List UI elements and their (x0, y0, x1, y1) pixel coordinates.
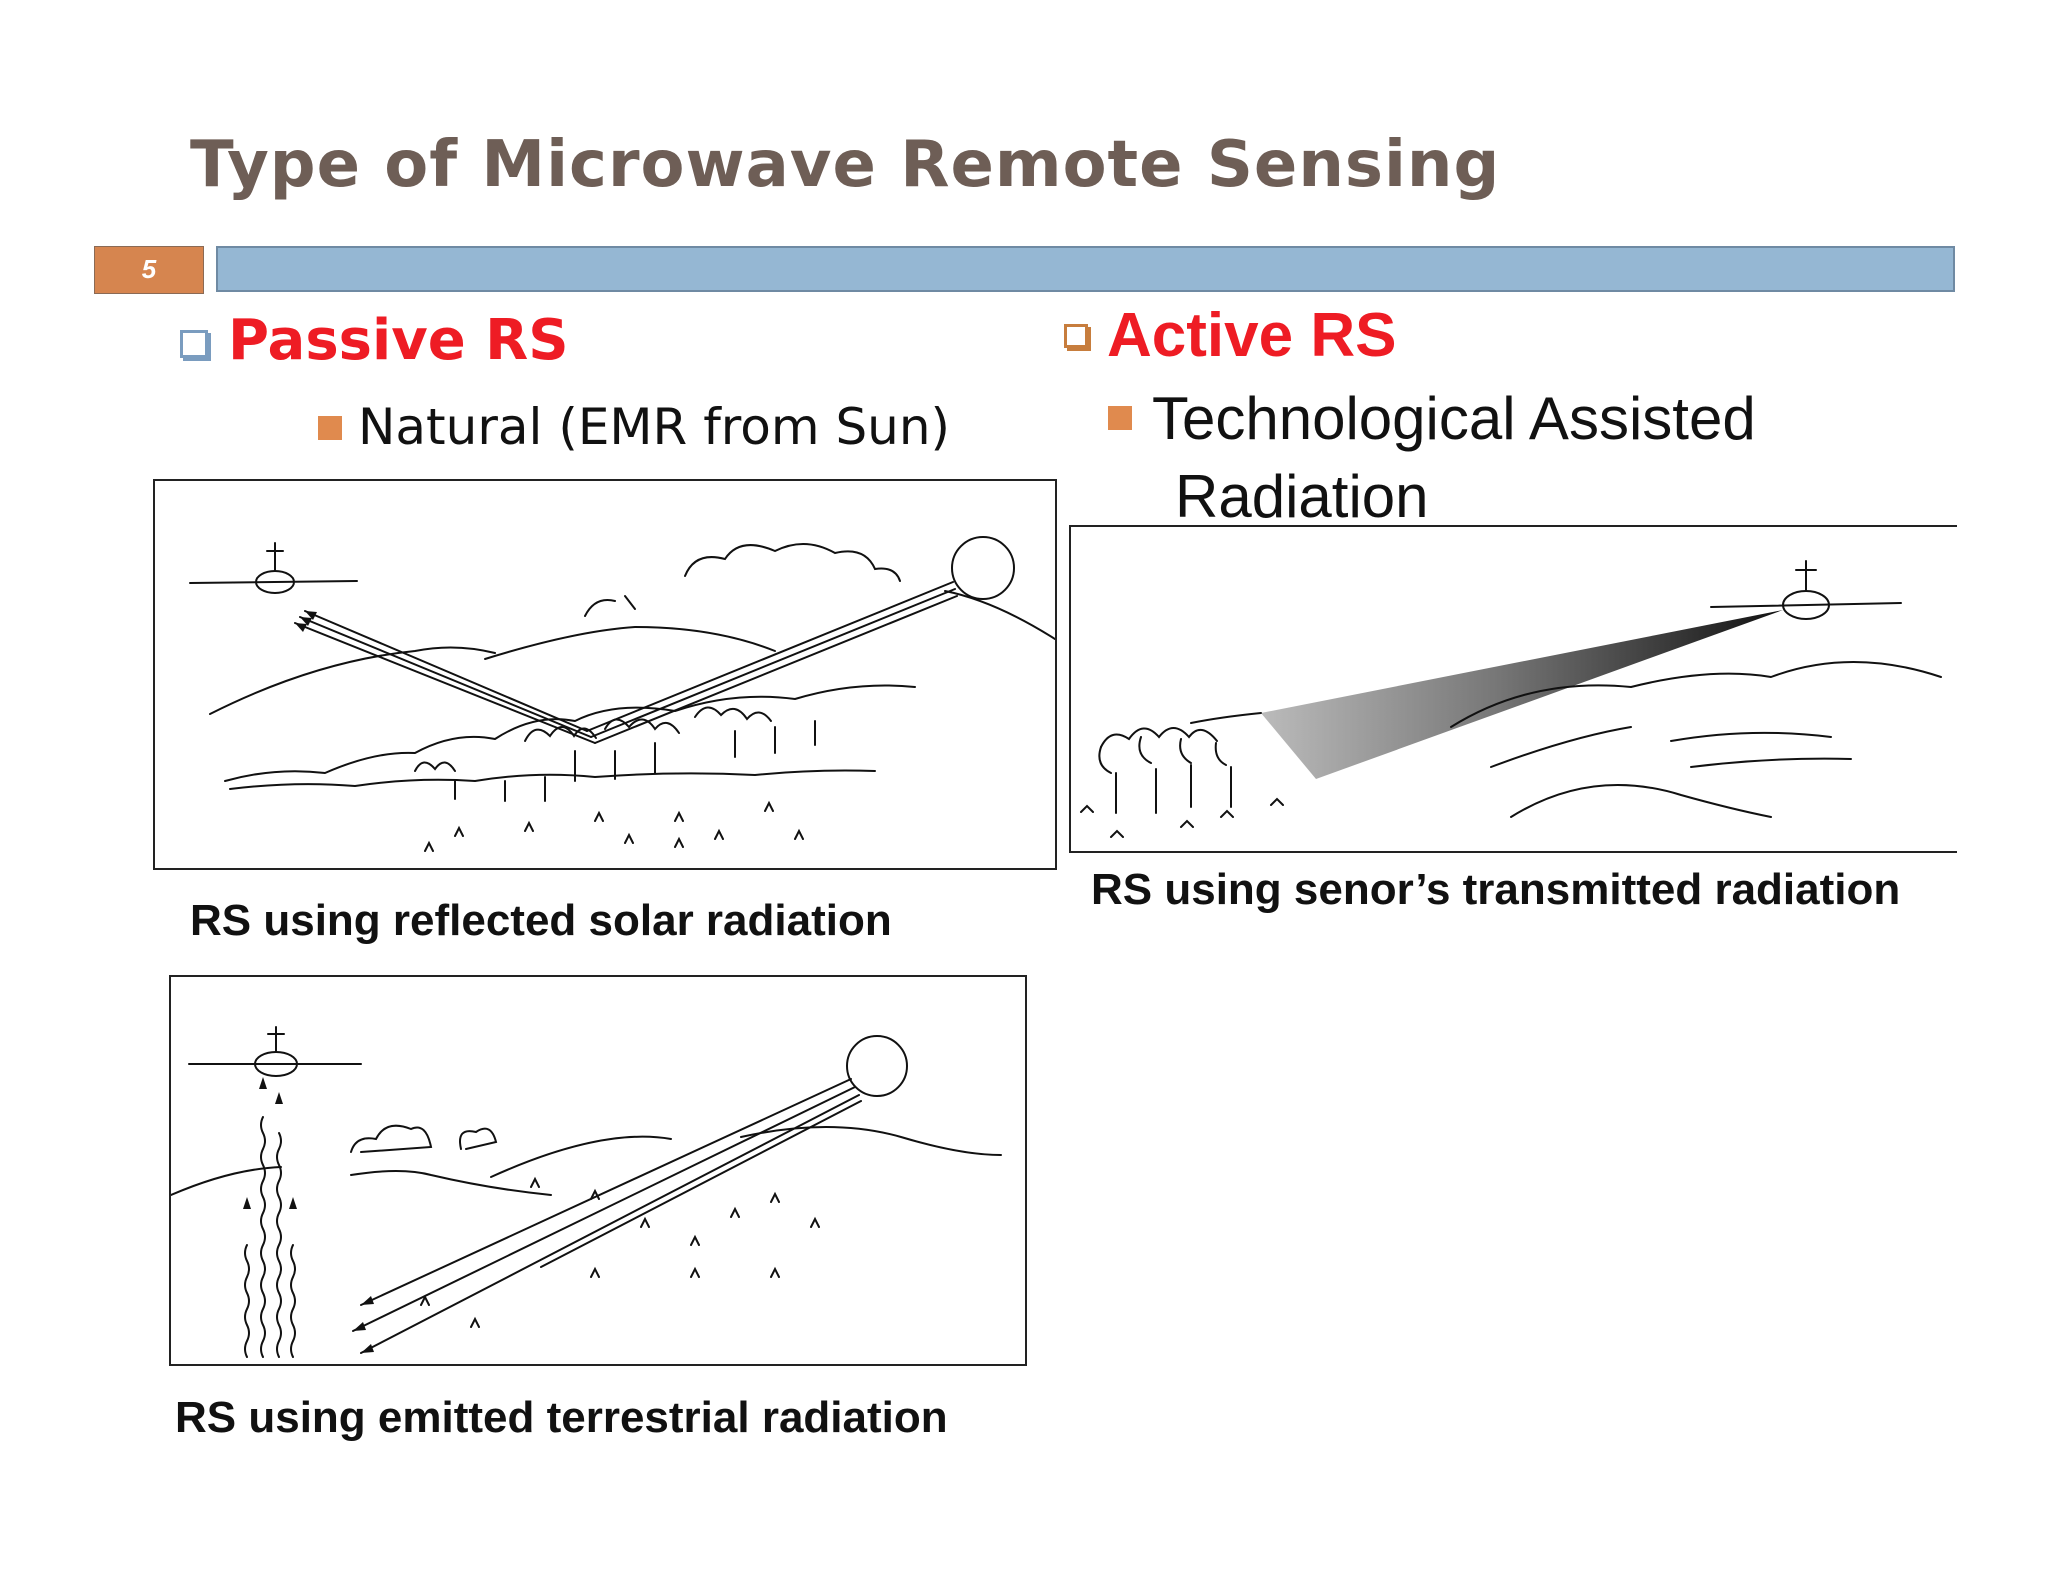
emitted-radiation-caption: RS using emitted terrestrial radiation (175, 1393, 948, 1442)
checkbox-bullet-icon (1064, 324, 1088, 348)
emitted-radiation-illustration (171, 1026, 1002, 1358)
square-bullet-icon (318, 416, 342, 440)
active-rs-bullet-line2: Radiation (1175, 463, 1429, 530)
checkbox-bullet-icon (180, 330, 208, 358)
transmitted-radiation-figure (1069, 525, 1957, 853)
slide-title: Type of Microwave Remote Sensing (190, 128, 1501, 202)
active-rs-heading: Active RS (1107, 301, 1397, 370)
square-bullet-icon (1108, 406, 1132, 430)
transmitted-radiation-illustration (1080, 560, 1942, 838)
reflected-radiation-illustration (189, 536, 1055, 852)
header-bar (216, 246, 1955, 292)
reflected-radiation-caption: RS using reflected solar radiation (190, 896, 892, 945)
passive-rs-heading: Passive RS (228, 308, 569, 373)
reflected-radiation-figure (153, 479, 1057, 870)
passive-rs-bullet: Natural (EMR from Sun) (358, 398, 951, 456)
emitted-radiation-figure (169, 975, 1027, 1366)
slide-number: 5 (94, 246, 204, 294)
transmitted-radiation-caption: RS using senor’s transmitted radiation (1091, 865, 1901, 914)
active-rs-bullet-line1: Technological Assisted (1152, 385, 1756, 452)
